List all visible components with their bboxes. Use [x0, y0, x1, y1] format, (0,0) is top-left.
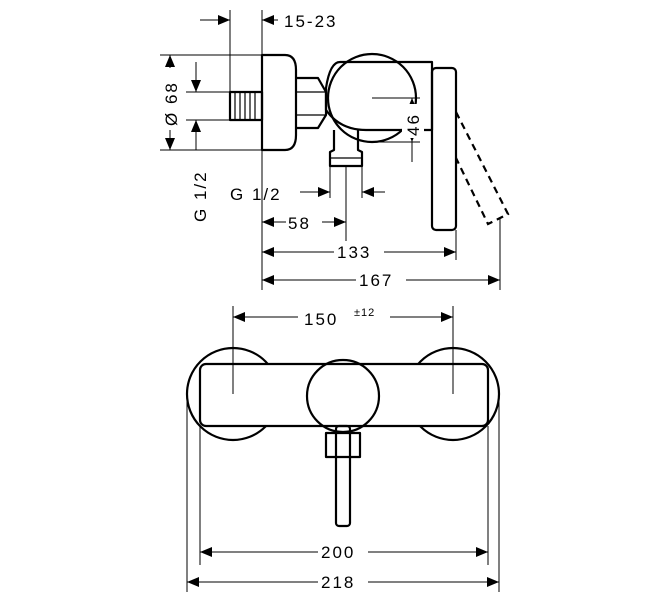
thread-lines — [234, 92, 256, 120]
hex-nut — [296, 76, 328, 130]
lever-handle-front — [334, 424, 352, 528]
dim-label-218: 218 — [321, 573, 355, 592]
dim-label-133: 133 — [337, 243, 371, 262]
dim-label-167: 167 — [359, 271, 393, 290]
dim-label-46: 46 — [404, 113, 423, 136]
front-view — [185, 346, 501, 528]
front-view-dimensions — [186, 306, 500, 592]
lever-swing-dashed — [455, 111, 510, 226]
mixer-body-side — [324, 60, 434, 132]
side-view-dimensions — [160, 10, 501, 290]
side-view-labels: 15-23 Ø 68 G 1/2 46 G 1/2 58 133 167 — [158, 10, 424, 291]
dim-label-150: 150 — [304, 310, 338, 329]
dim-label-g-half-outlet: G 1/2 — [230, 185, 282, 204]
dim-label-15-23: 15-23 — [284, 12, 337, 31]
dim-label-200: 200 — [321, 543, 355, 562]
outlet-side — [328, 130, 364, 168]
front-view-labels: 150 ±12 200 218 — [298, 304, 390, 593]
lever-handle-side — [430, 66, 458, 232]
dim-label-diameter-68: Ø 68 — [162, 81, 181, 126]
dim-label-150-tolerance: ±12 — [354, 307, 375, 319]
outlet-front — [324, 431, 362, 459]
rosette-side — [260, 53, 298, 152]
mixer-body-front — [198, 362, 490, 428]
dim-label-58: 58 — [288, 214, 311, 233]
dim-label-g-half-wall: G 1/2 — [191, 170, 210, 222]
